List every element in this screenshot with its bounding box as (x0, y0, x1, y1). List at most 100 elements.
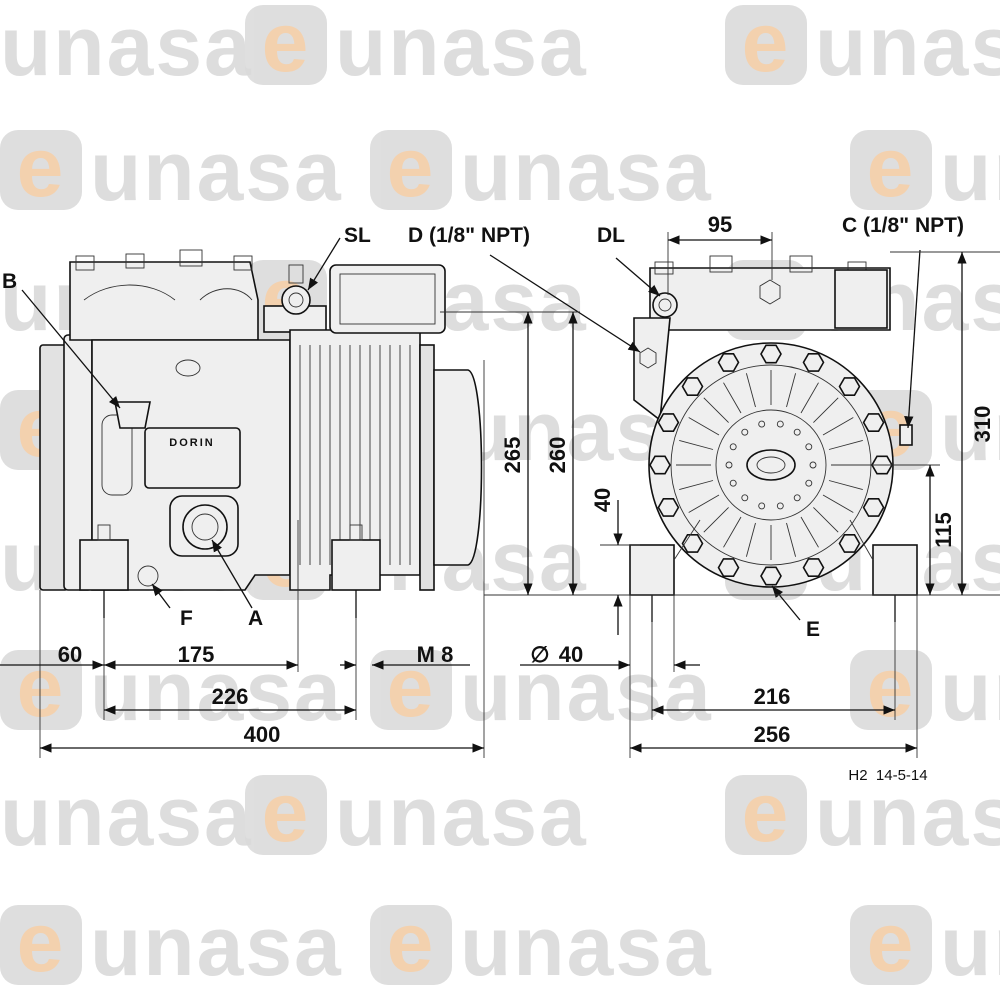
watermark-text: unasa (335, 769, 588, 863)
label-b: B (2, 270, 17, 293)
watermark-initial: e (17, 895, 66, 989)
flange-hole (805, 479, 813, 487)
watermark-text: unasa (90, 644, 343, 738)
watermark-initial: e (262, 765, 311, 859)
flange-hole (776, 502, 784, 510)
watermark-text: unasa (940, 899, 1000, 993)
watermark-text: unasa (460, 899, 713, 993)
watermark-text: unasa (0, 769, 253, 863)
dim-216: 216 (754, 684, 791, 709)
watermark-badge (370, 130, 452, 210)
drawing-reference: H2 14-5-14 (848, 767, 927, 784)
brand-plate-label: DORIN (169, 437, 214, 449)
flange-bolt (802, 558, 825, 578)
label-sl: SL (344, 224, 371, 247)
flange-bolts (649, 344, 893, 586)
flange-hole (741, 494, 749, 502)
flange-bolt (657, 497, 680, 517)
dim-260: 260 (545, 437, 570, 474)
flange-hole (805, 443, 813, 451)
end-view (629, 255, 918, 622)
flange-rib (745, 522, 756, 557)
watermark-badge (850, 905, 932, 985)
flange-bolt (717, 558, 740, 578)
flange-hole (725, 461, 733, 469)
watermark-badge (0, 905, 82, 985)
label-dl: DL (597, 224, 625, 247)
flange-hole (793, 494, 801, 502)
flange-bolt (862, 413, 885, 433)
watermark-badge (725, 5, 807, 85)
watermark-initial: e (262, 0, 311, 89)
dim-115: 115 (931, 512, 956, 548)
watermark-badge (245, 5, 327, 85)
label-c-port: C (1/8" NPT) (842, 214, 964, 237)
watermark-badge (370, 650, 452, 730)
watermark-initial: e (17, 120, 66, 214)
watermark-initial: e (387, 895, 436, 989)
flange-hole (793, 428, 801, 436)
flange-hole (809, 461, 817, 469)
flange-rib (688, 494, 720, 513)
flange-rib (822, 417, 854, 436)
label-d-port: D (1/8" NPT) (408, 224, 530, 247)
flange-rib (822, 494, 854, 513)
flange-bolt (760, 566, 782, 586)
watermark-initial: e (742, 765, 791, 859)
watermark-badge (370, 905, 452, 985)
watermark-text: unasa (940, 124, 1000, 218)
flange-rib (703, 507, 729, 533)
label-a: A (248, 607, 263, 630)
flange-bolt (681, 533, 704, 553)
dim-95: 95 (708, 212, 732, 237)
flange-bolt (657, 413, 680, 433)
watermark-text: unasa (0, 0, 253, 93)
flange-rib (786, 373, 797, 408)
flange-rib (828, 480, 863, 491)
dim-265: 265 (500, 437, 525, 474)
flange-hole (729, 443, 737, 451)
dim-256: 256 (754, 722, 791, 747)
dim-60: 60 (58, 642, 82, 667)
flange-rib (786, 522, 797, 557)
flange-hole (741, 428, 749, 436)
watermark-initial: e (387, 640, 436, 734)
watermark-initial: e (867, 895, 916, 989)
watermark-text: unasa (460, 644, 713, 738)
dim-m8: M 8 (417, 642, 454, 667)
flange-hole (776, 420, 784, 428)
watermark-initial: e (387, 120, 436, 214)
flange-hole (758, 420, 766, 428)
motor-fins (299, 345, 411, 565)
watermark-badge (245, 775, 327, 855)
watermark-badge (0, 650, 82, 730)
watermark-text: unasa (460, 124, 713, 218)
dim-40-vertical: 40 (590, 488, 615, 512)
watermark-text: unasa (940, 644, 1000, 738)
flange-rib (800, 516, 819, 548)
dim-310: 310 (970, 406, 995, 443)
flange-rib (703, 397, 729, 423)
watermark-initial: e (867, 120, 916, 214)
label-e: E (806, 618, 820, 641)
watermark-badge (0, 130, 82, 210)
flange-rib (679, 439, 714, 450)
watermark-initial: e (742, 0, 791, 89)
flange-hole (729, 479, 737, 487)
dim-400: 400 (244, 722, 281, 747)
flange-bolt (838, 533, 861, 553)
flange-bolt (862, 497, 885, 517)
flange-bolt (649, 455, 671, 475)
leader-lines (21, 237, 921, 621)
flange-bolt (681, 377, 704, 397)
